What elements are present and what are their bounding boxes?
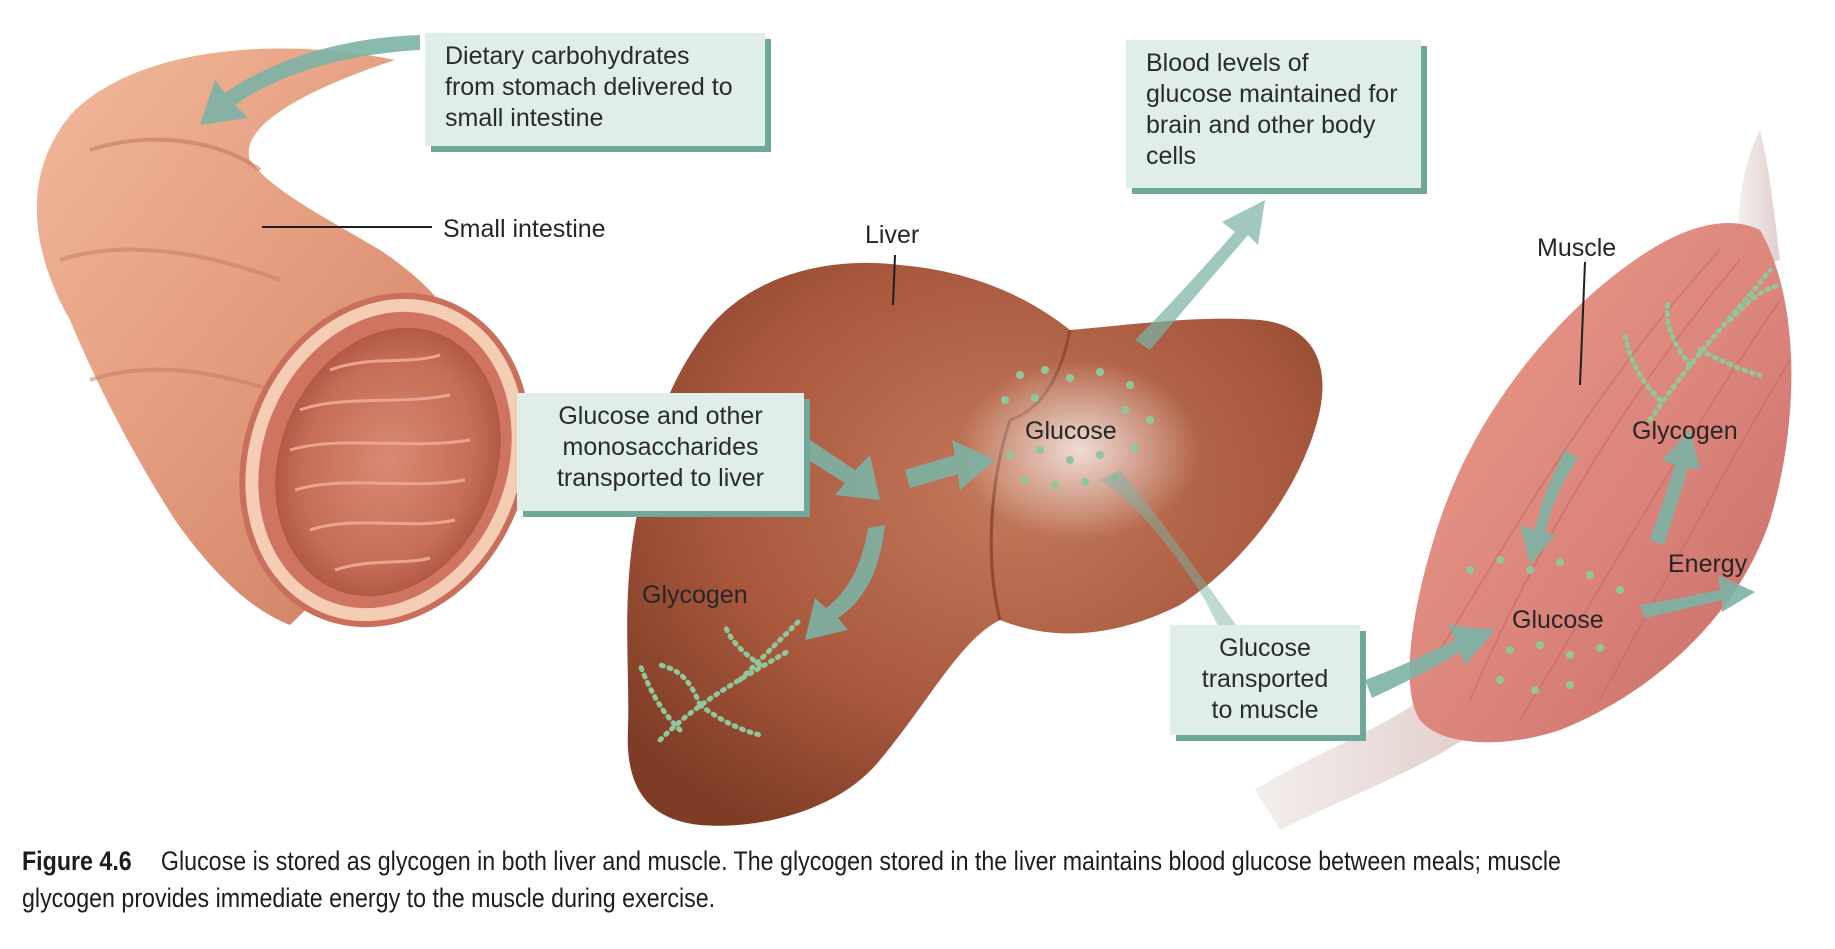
callout-transport-liver-text: Glucose and other monosaccharides transp… <box>557 402 764 492</box>
caption-text: Glucose is stored as glycogen in both li… <box>22 846 1561 913</box>
liver-illustration <box>627 263 1322 826</box>
callout-dietary-carbohydrates: Dietary carbohydrates from stomach deliv… <box>425 33 765 146</box>
callout-transport-to-liver: Glucose and other monosaccharides transp… <box>517 393 804 511</box>
callout-transport-muscle-text: Glucose transported to muscle <box>1202 634 1328 724</box>
label-energy: Energy <box>1668 550 1747 579</box>
label-liver: Liver <box>865 221 919 250</box>
label-muscle-glycogen: Glycogen <box>1632 417 1738 446</box>
callout-blood-text: Blood levels of glucose maintained for b… <box>1146 49 1398 170</box>
callout-dietary-text: Dietary carbohydrates from stomach deliv… <box>445 42 733 132</box>
label-liver-glycogen: Glycogen <box>642 581 748 610</box>
label-liver-glucose: Glucose <box>1025 417 1117 446</box>
callout-blood-glucose: Blood levels of glucose maintained for b… <box>1126 40 1421 188</box>
label-muscle: Muscle <box>1537 234 1616 263</box>
callout-transport-to-muscle: Glucose transported to muscle <box>1170 625 1360 735</box>
label-muscle-glucose: Glucose <box>1512 606 1604 635</box>
label-small-intestine: Small intestine <box>443 215 606 244</box>
figure-number: Figure 4.6 <box>22 846 132 876</box>
